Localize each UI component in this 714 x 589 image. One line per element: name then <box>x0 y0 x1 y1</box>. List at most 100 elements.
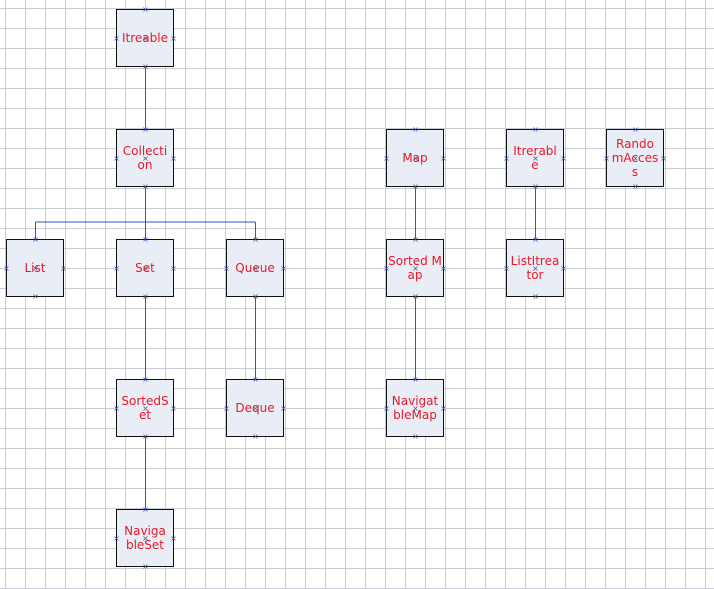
node-list[interactable]: List××××× <box>3 235 67 301</box>
connection-port-bottom-icon[interactable]: × <box>412 432 419 441</box>
connection-port-right-icon[interactable]: × <box>170 264 177 273</box>
connection-port-top-icon[interactable]: × <box>142 235 149 244</box>
connection-port-center-icon: × <box>252 264 259 273</box>
connection-port-bottom-icon[interactable]: × <box>252 292 259 301</box>
node-deque[interactable]: Deque××××× <box>223 375 287 441</box>
connection-port-bottom-icon[interactable]: × <box>142 182 149 191</box>
connection-port-top-icon[interactable]: × <box>142 5 149 14</box>
connection-port-left-icon[interactable]: × <box>3 264 10 273</box>
connection-port-bottom-icon[interactable]: × <box>252 432 259 441</box>
connection-port-center-icon: × <box>142 264 149 273</box>
connection-port-bottom-icon[interactable]: × <box>632 182 639 191</box>
connection-port-left-icon[interactable]: × <box>503 154 510 163</box>
connection-port-center-icon: × <box>532 264 539 273</box>
node-navigableset[interactable]: Naviga bleSet××××× <box>113 505 177 571</box>
connection-port-center-icon: × <box>532 154 539 163</box>
connection-port-center-icon: × <box>252 404 259 413</box>
connection-port-right-icon[interactable]: × <box>440 154 447 163</box>
connection-port-right-icon[interactable]: × <box>170 534 177 543</box>
connection-port-right-icon[interactable]: × <box>170 154 177 163</box>
connection-port-center-icon: × <box>32 264 39 273</box>
node-label: Collecti on <box>122 144 168 172</box>
connection-port-right-icon[interactable]: × <box>440 264 447 273</box>
connection-port-left-icon[interactable]: × <box>113 404 120 413</box>
node-map[interactable]: Map××××× <box>383 125 447 191</box>
node-label: Rando mAcces s <box>611 137 659 179</box>
connection-port-bottom-icon[interactable]: × <box>32 292 39 301</box>
connection-port-center-icon: × <box>412 154 419 163</box>
node-itreable[interactable]: Itreable××××× <box>113 5 177 71</box>
connection-port-bottom-icon[interactable]: × <box>532 182 539 191</box>
connection-port-bottom-icon[interactable]: × <box>142 432 149 441</box>
connection-port-top-icon[interactable]: × <box>412 125 419 134</box>
connection-port-top-icon[interactable]: × <box>632 125 639 134</box>
connection-port-left-icon[interactable]: × <box>383 404 390 413</box>
node-label: SortedS et <box>121 394 169 422</box>
connection-port-left-icon[interactable]: × <box>603 154 610 163</box>
connection-port-right-icon[interactable]: × <box>60 264 67 273</box>
connection-port-right-icon[interactable]: × <box>170 34 177 43</box>
node-sortedset[interactable]: SortedS et××××× <box>113 375 177 441</box>
connection-port-left-icon[interactable]: × <box>503 264 510 273</box>
connection-port-right-icon[interactable]: × <box>560 154 567 163</box>
connection-port-top-icon[interactable]: × <box>532 235 539 244</box>
connection-port-left-icon[interactable]: × <box>113 154 120 163</box>
connection-port-top-icon[interactable]: × <box>142 505 149 514</box>
node-label: Queue <box>235 261 275 275</box>
node-collection[interactable]: Collecti on××××× <box>113 125 177 191</box>
connection-port-bottom-icon[interactable]: × <box>142 292 149 301</box>
connection-port-center-icon: × <box>632 154 639 163</box>
connection-port-left-icon[interactable]: × <box>113 34 120 43</box>
node-label: Deque <box>235 401 275 415</box>
connection-port-left-icon[interactable]: × <box>223 264 230 273</box>
connection-port-bottom-icon[interactable]: × <box>142 62 149 71</box>
connection-port-center-icon: × <box>412 404 419 413</box>
connection-port-left-icon[interactable]: × <box>383 264 390 273</box>
connection-port-bottom-icon[interactable]: × <box>412 292 419 301</box>
node-sortedmap[interactable]: Sorted Map××××× <box>383 235 447 301</box>
connection-port-top-icon[interactable]: × <box>252 375 259 384</box>
connection-port-center-icon: × <box>142 154 149 163</box>
node-listitreator[interactable]: ListItrea tor××××× <box>503 235 567 301</box>
connection-port-right-icon[interactable]: × <box>280 264 287 273</box>
node-navigatblemap[interactable]: Navigat bleMap××××× <box>383 375 447 441</box>
connection-port-left-icon[interactable]: × <box>383 154 390 163</box>
connection-port-right-icon[interactable]: × <box>560 264 567 273</box>
connection-port-left-icon[interactable]: × <box>113 264 120 273</box>
node-label: Set <box>135 261 155 275</box>
connection-port-left-icon[interactable]: × <box>113 534 120 543</box>
connection-port-center-icon: × <box>142 534 149 543</box>
node-itrerable[interactable]: Itrerabl e××××× <box>503 125 567 191</box>
connection-port-top-icon[interactable]: × <box>142 375 149 384</box>
node-label: Naviga bleSet <box>124 524 166 552</box>
connection-port-top-icon[interactable]: × <box>412 375 419 384</box>
connection-port-top-icon[interactable]: × <box>532 125 539 134</box>
node-queue[interactable]: Queue××××× <box>223 235 287 301</box>
connection-port-bottom-icon[interactable]: × <box>412 182 419 191</box>
connection-port-bottom-icon[interactable]: × <box>142 562 149 571</box>
node-label: Sorted Map <box>388 254 442 282</box>
connection-port-top-icon[interactable]: × <box>412 235 419 244</box>
connection-port-top-icon[interactable]: × <box>142 125 149 134</box>
node-label: Itrerabl e <box>513 144 557 172</box>
connection-port-left-icon[interactable]: × <box>223 404 230 413</box>
connection-port-right-icon[interactable]: × <box>170 404 177 413</box>
node-label: List <box>24 261 46 275</box>
connection-port-top-icon[interactable]: × <box>32 235 39 244</box>
node-label: Map <box>402 151 428 165</box>
connection-port-center-icon: × <box>412 264 419 273</box>
connection-port-right-icon[interactable]: × <box>440 404 447 413</box>
connection-port-center-icon: × <box>142 404 149 413</box>
node-randomaccess[interactable]: Rando mAcces s××××× <box>603 125 667 191</box>
connection-port-center-icon: × <box>142 34 149 43</box>
node-label: Itreable <box>122 31 168 45</box>
connection-port-right-icon[interactable]: × <box>280 404 287 413</box>
connection-port-bottom-icon[interactable]: × <box>532 292 539 301</box>
connection-port-top-icon[interactable]: × <box>252 235 259 244</box>
connection-port-right-icon[interactable]: × <box>660 154 667 163</box>
node-set[interactable]: Set××××× <box>113 235 177 301</box>
node-label: ListItrea tor <box>510 254 560 282</box>
node-label: Navigat bleMap <box>391 394 439 422</box>
